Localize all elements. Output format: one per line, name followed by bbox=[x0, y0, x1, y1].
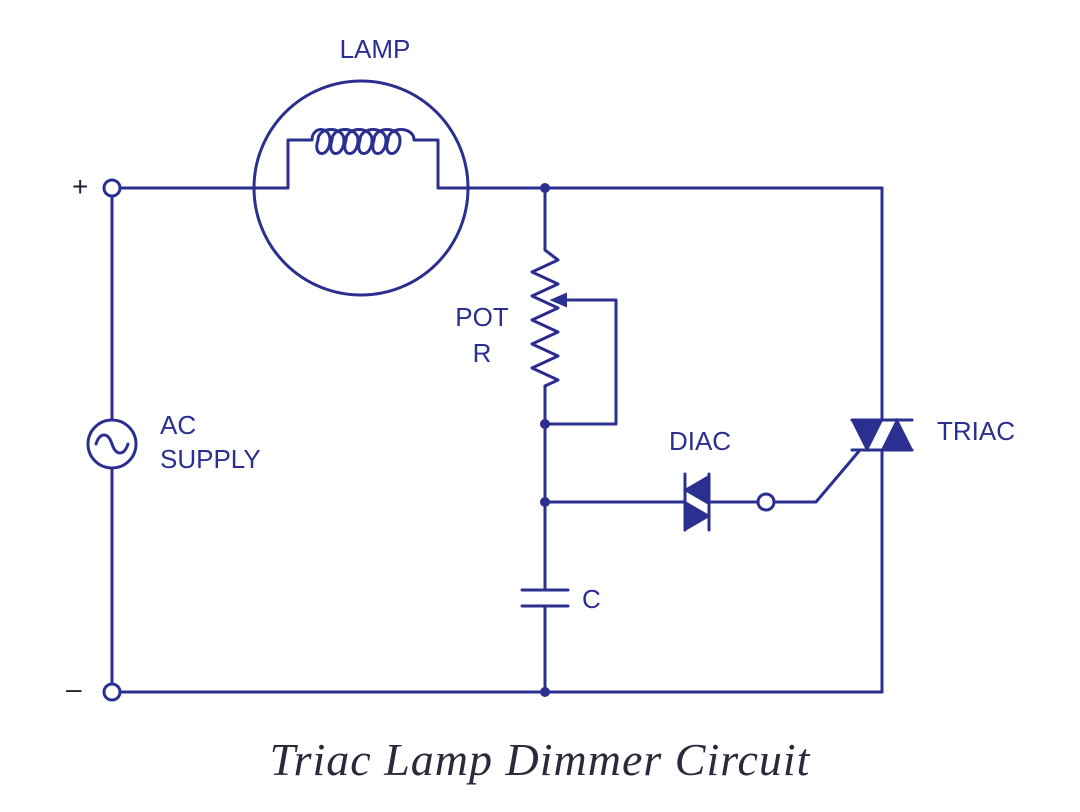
triac-label: TRIAC bbox=[937, 416, 1015, 446]
negative-terminal bbox=[102, 682, 122, 702]
triac-triangle-right bbox=[880, 417, 914, 451]
diac-triangle-lower bbox=[684, 500, 711, 532]
minus-sign-label: – bbox=[66, 673, 82, 704]
pot-label-line2: R bbox=[473, 338, 492, 368]
capacitor bbox=[520, 588, 570, 694]
diagram-caption: Triac Lamp Dimmer Circuit bbox=[269, 734, 811, 785]
gate-lead bbox=[772, 448, 862, 504]
diac-label: DIAC bbox=[669, 426, 731, 456]
ac-supply-wave bbox=[94, 433, 130, 455]
potentiometer bbox=[530, 186, 618, 426]
lamp bbox=[252, 79, 470, 297]
triac-triangle-left bbox=[850, 419, 884, 453]
diac bbox=[543, 472, 759, 532]
ac-supply-circle bbox=[86, 418, 138, 470]
diac-triangle-upper bbox=[683, 474, 710, 506]
ac-label-line1: AC bbox=[160, 410, 196, 440]
pot-wiper bbox=[543, 298, 618, 426]
pot-wiper-arrowhead bbox=[549, 292, 567, 308]
gate-terminal bbox=[756, 492, 776, 512]
pot-label-line1: POT bbox=[455, 302, 509, 332]
plus-sign-label: + bbox=[72, 171, 88, 202]
triac bbox=[850, 417, 914, 453]
ac-label-line2: SUPPLY bbox=[160, 444, 261, 474]
lamp-label: LAMP bbox=[340, 34, 411, 64]
ac-supply bbox=[86, 418, 138, 470]
lamp-filament bbox=[256, 128, 470, 190]
junction-dot-pot bbox=[540, 419, 550, 429]
positive-terminal bbox=[102, 178, 122, 198]
junction-dot-bottom bbox=[540, 687, 550, 697]
junction-dot-top bbox=[540, 183, 550, 193]
capacitor-label: C bbox=[582, 584, 601, 614]
pot-resistor-zigzag bbox=[530, 248, 560, 388]
